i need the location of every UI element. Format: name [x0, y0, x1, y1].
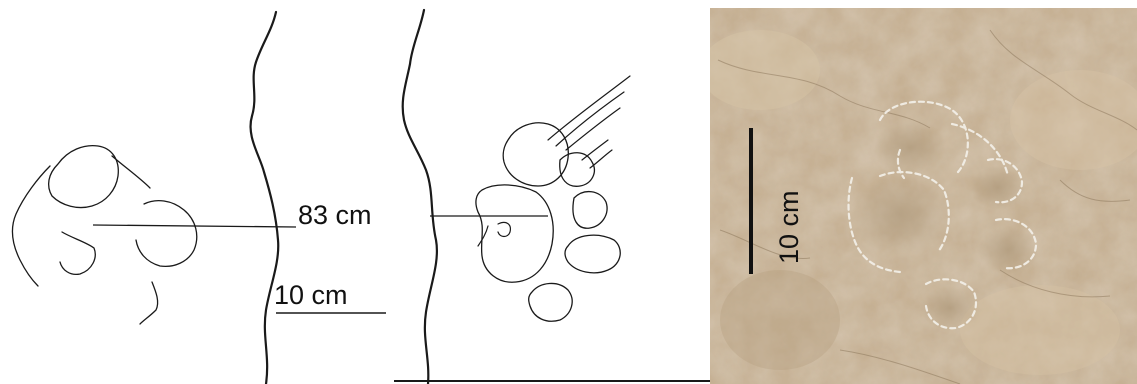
trackway-drawing: 83 cm 10 cm: [13, 10, 712, 384]
trackway-edge-left: [251, 12, 279, 384]
track-photo: 10 cm: [700, 8, 1137, 384]
distance-label: 83 cm: [298, 200, 372, 230]
footprint-right: [476, 76, 630, 321]
footprint-left: [13, 146, 197, 324]
drawing-scale-label: 10 cm: [274, 280, 348, 310]
trackway-edge-right: [403, 10, 437, 384]
photo-scale-label: 10 cm: [774, 190, 804, 264]
